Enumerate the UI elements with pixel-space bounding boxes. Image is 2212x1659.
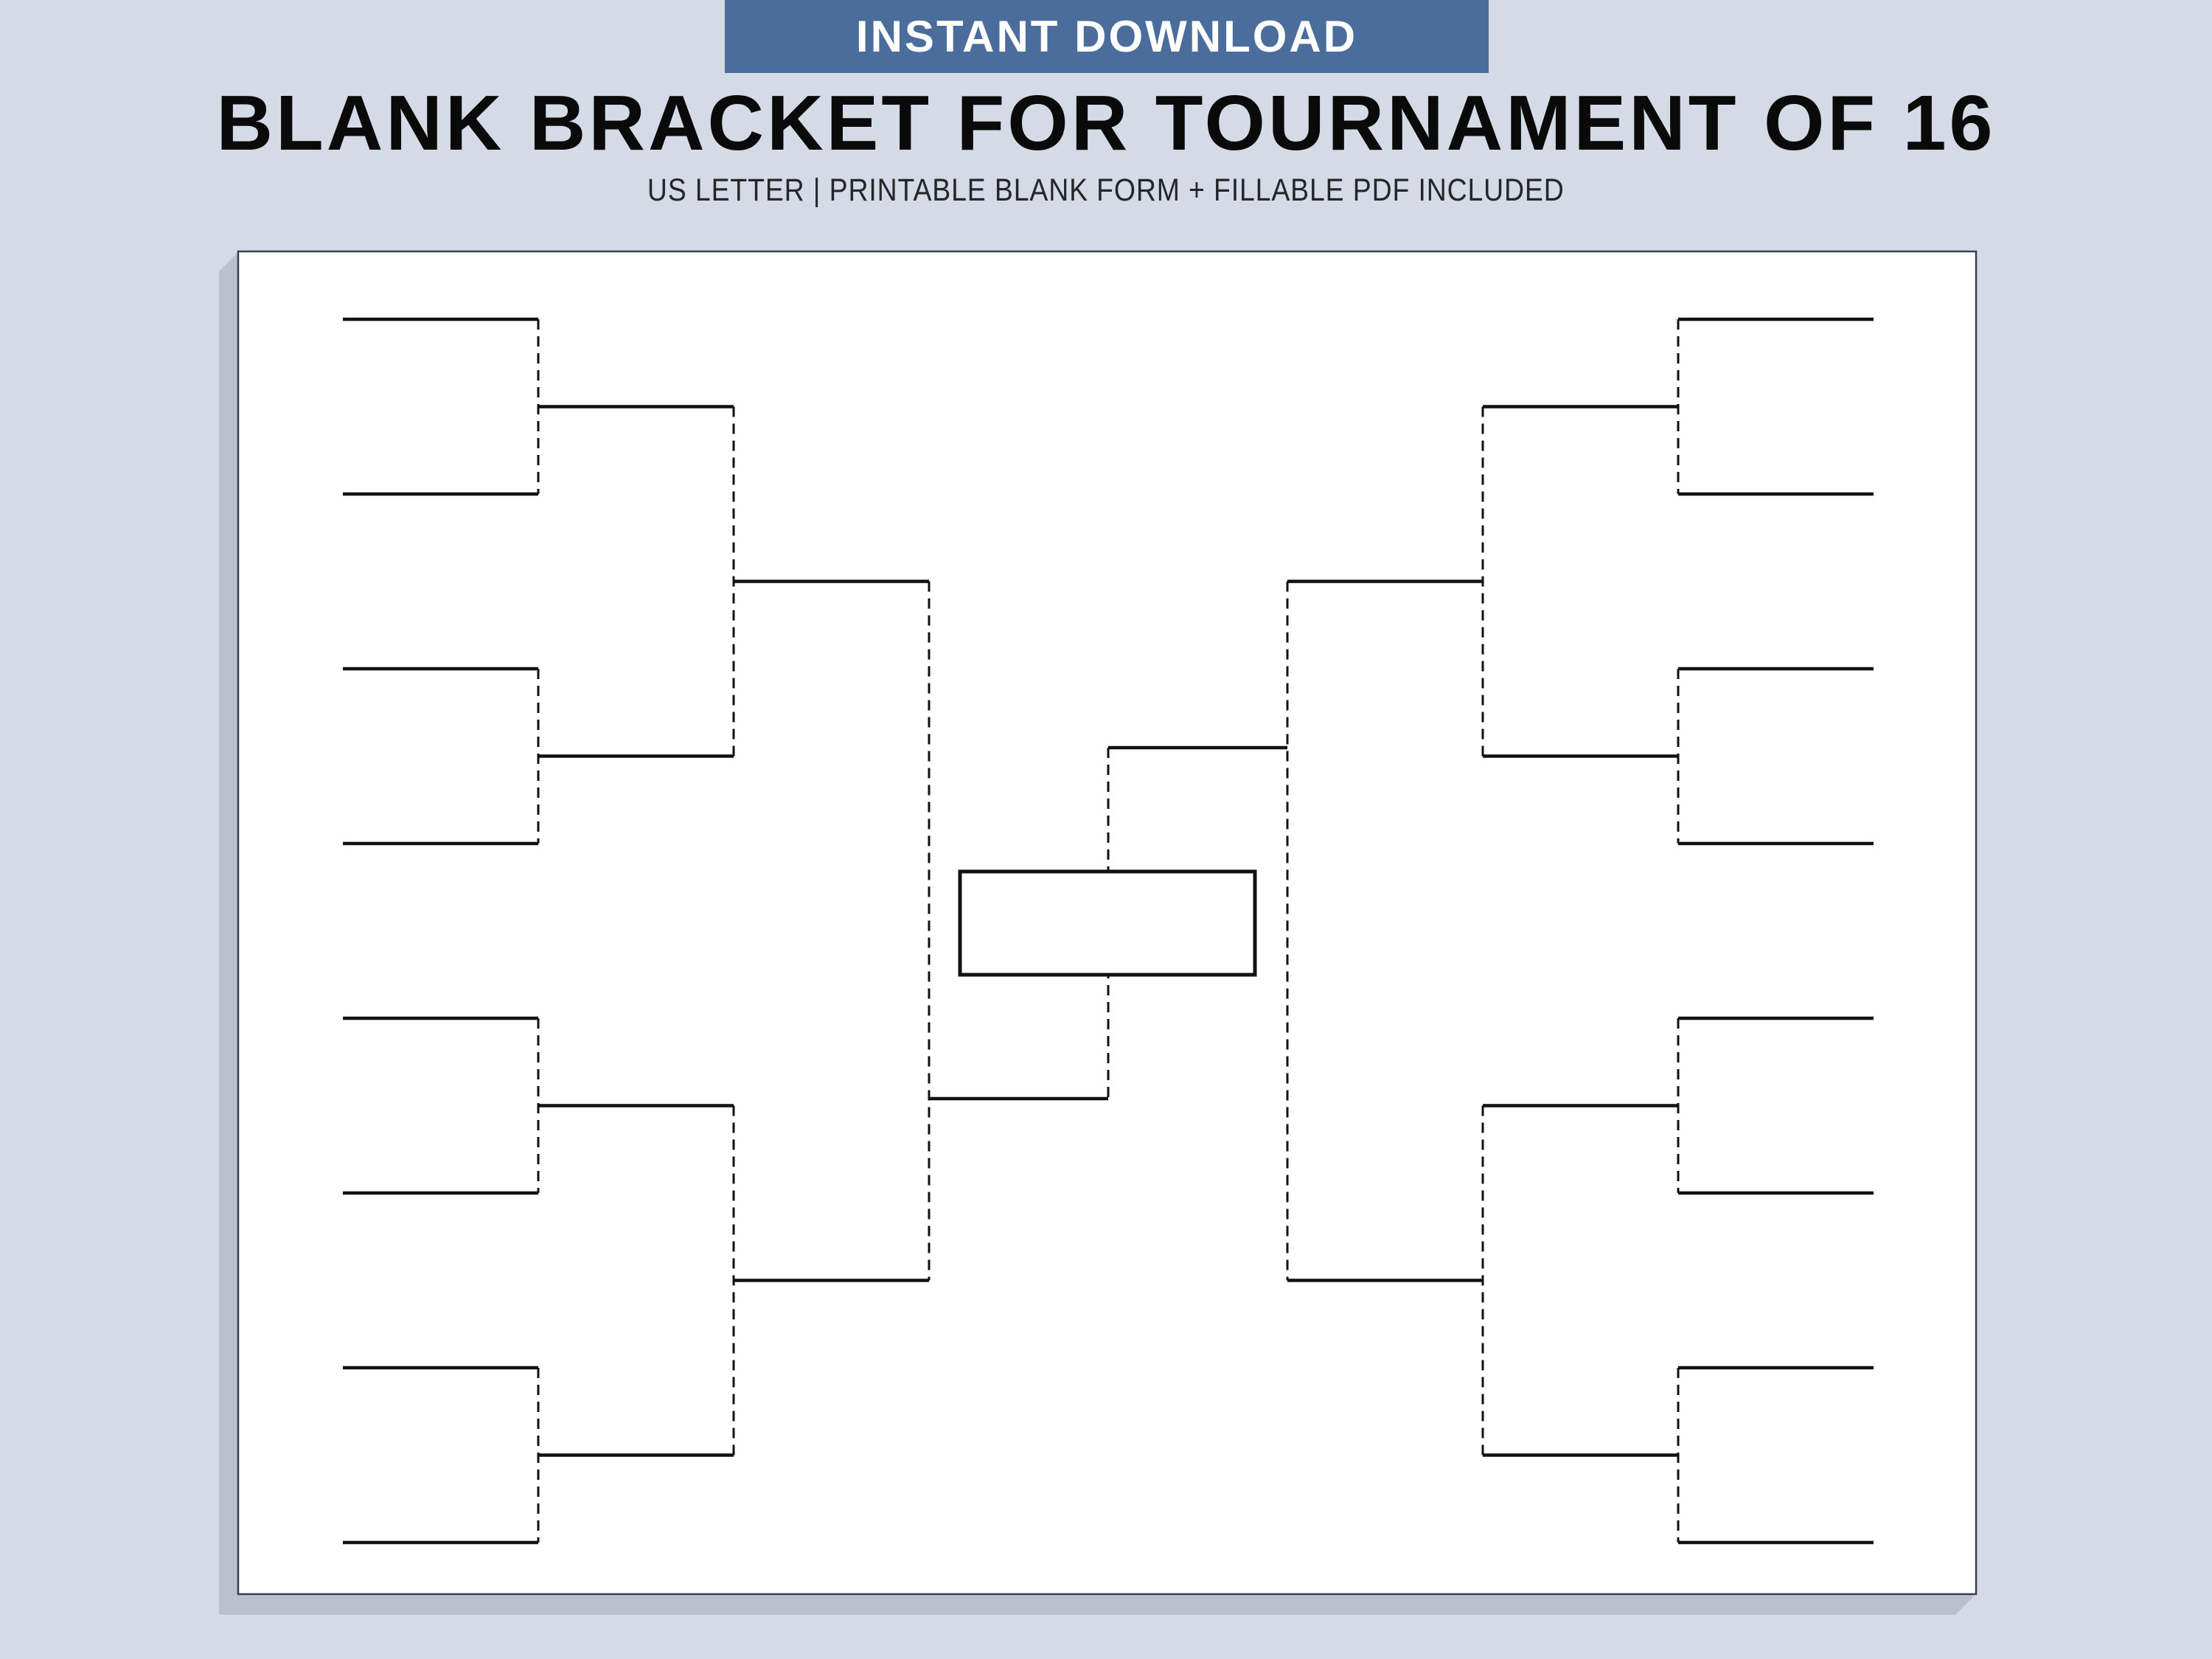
champion-box bbox=[958, 869, 1257, 977]
page-subtitle: US LETTER | PRINTABLE BLANK FORM + FILLA… bbox=[0, 173, 2212, 209]
banner-label: INSTANT DOWNLOAD bbox=[855, 12, 1358, 61]
page-subtitle-text: US LETTER | PRINTABLE BLANK FORM + FILLA… bbox=[647, 173, 1565, 208]
page-title: BLANK BRACKET FOR TOURNAMENT OF 16 bbox=[216, 80, 1996, 167]
instant-download-banner: INSTANT DOWNLOAD bbox=[725, 0, 1489, 73]
tournament-bracket bbox=[343, 317, 1874, 1545]
